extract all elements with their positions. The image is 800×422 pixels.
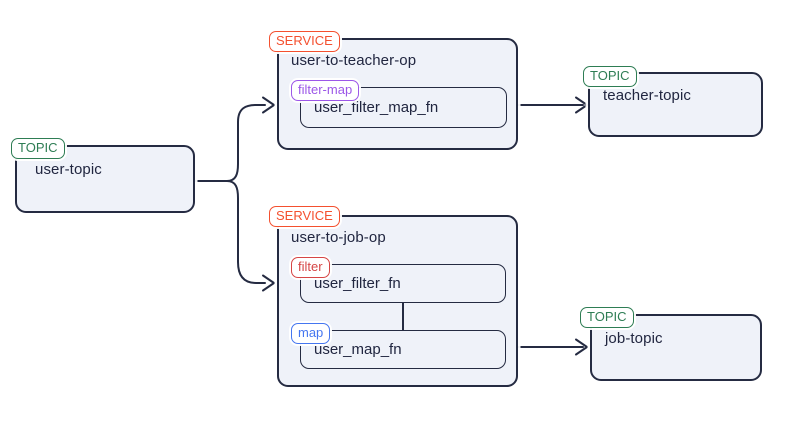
node-user-to-job-op: SERVICE user-to-job-op filter user_filte… xyxy=(269,206,518,387)
service-badge: SERVICE xyxy=(269,31,340,52)
topic-badge: TOPIC xyxy=(11,138,65,159)
node-label: teacher-topic xyxy=(603,87,692,104)
edge-user-topic-to-teacher-service xyxy=(226,104,266,182)
arrowhead-teacher-service xyxy=(262,96,275,114)
service-badge: SERVICE xyxy=(269,206,340,227)
node-label: user-to-teacher-op xyxy=(291,52,417,69)
filter-map-badge: filter-map xyxy=(291,80,360,101)
node-label: job-topic xyxy=(605,330,663,347)
operator-fn-label: user_map_fn xyxy=(314,341,402,358)
operator-filter: filter user_filter_fn xyxy=(291,257,506,303)
operator-fn-label: user_filter_map_fn xyxy=(314,99,439,116)
node-teacher-topic: TOPIC teacher-topic xyxy=(583,66,763,137)
operator-map: map user_map_fn xyxy=(291,323,506,369)
edge-user-topic-to-job-service xyxy=(226,180,266,284)
arrowhead-job-service xyxy=(262,274,275,292)
topic-badge: TOPIC xyxy=(580,307,634,328)
arrowhead-job-topic xyxy=(575,338,588,356)
node-job-topic: TOPIC job-topic xyxy=(580,307,762,381)
node-user-topic: TOPIC user-topic xyxy=(11,138,195,213)
node-label: user-to-job-op xyxy=(291,229,386,246)
node-label: user-topic xyxy=(35,161,102,178)
arrowhead-teacher-topic xyxy=(575,96,588,114)
filter-badge: filter xyxy=(291,257,330,278)
filter-to-map-connector xyxy=(402,303,404,330)
map-badge: map xyxy=(291,323,331,344)
operator-fn-label: user_filter_fn xyxy=(314,275,401,292)
operator-filter-map: filter-map user_filter_map_fn xyxy=(291,80,507,128)
node-user-to-teacher-op: SERVICE user-to-teacher-op filter-map us… xyxy=(269,31,518,150)
topic-badge: TOPIC xyxy=(583,66,637,87)
